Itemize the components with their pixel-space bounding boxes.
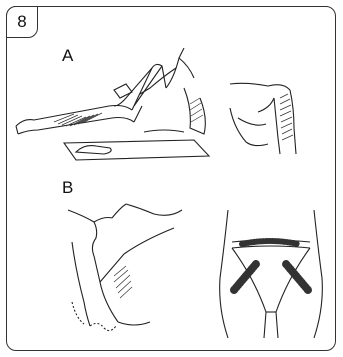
illustration-bikini [214, 208, 328, 340]
illustration-shoulder [228, 78, 318, 156]
section-label-b: B [62, 178, 73, 198]
illustration-legs [14, 48, 219, 168]
illustration-underarm [64, 202, 186, 340]
step-number-badge: 8 [6, 6, 38, 38]
